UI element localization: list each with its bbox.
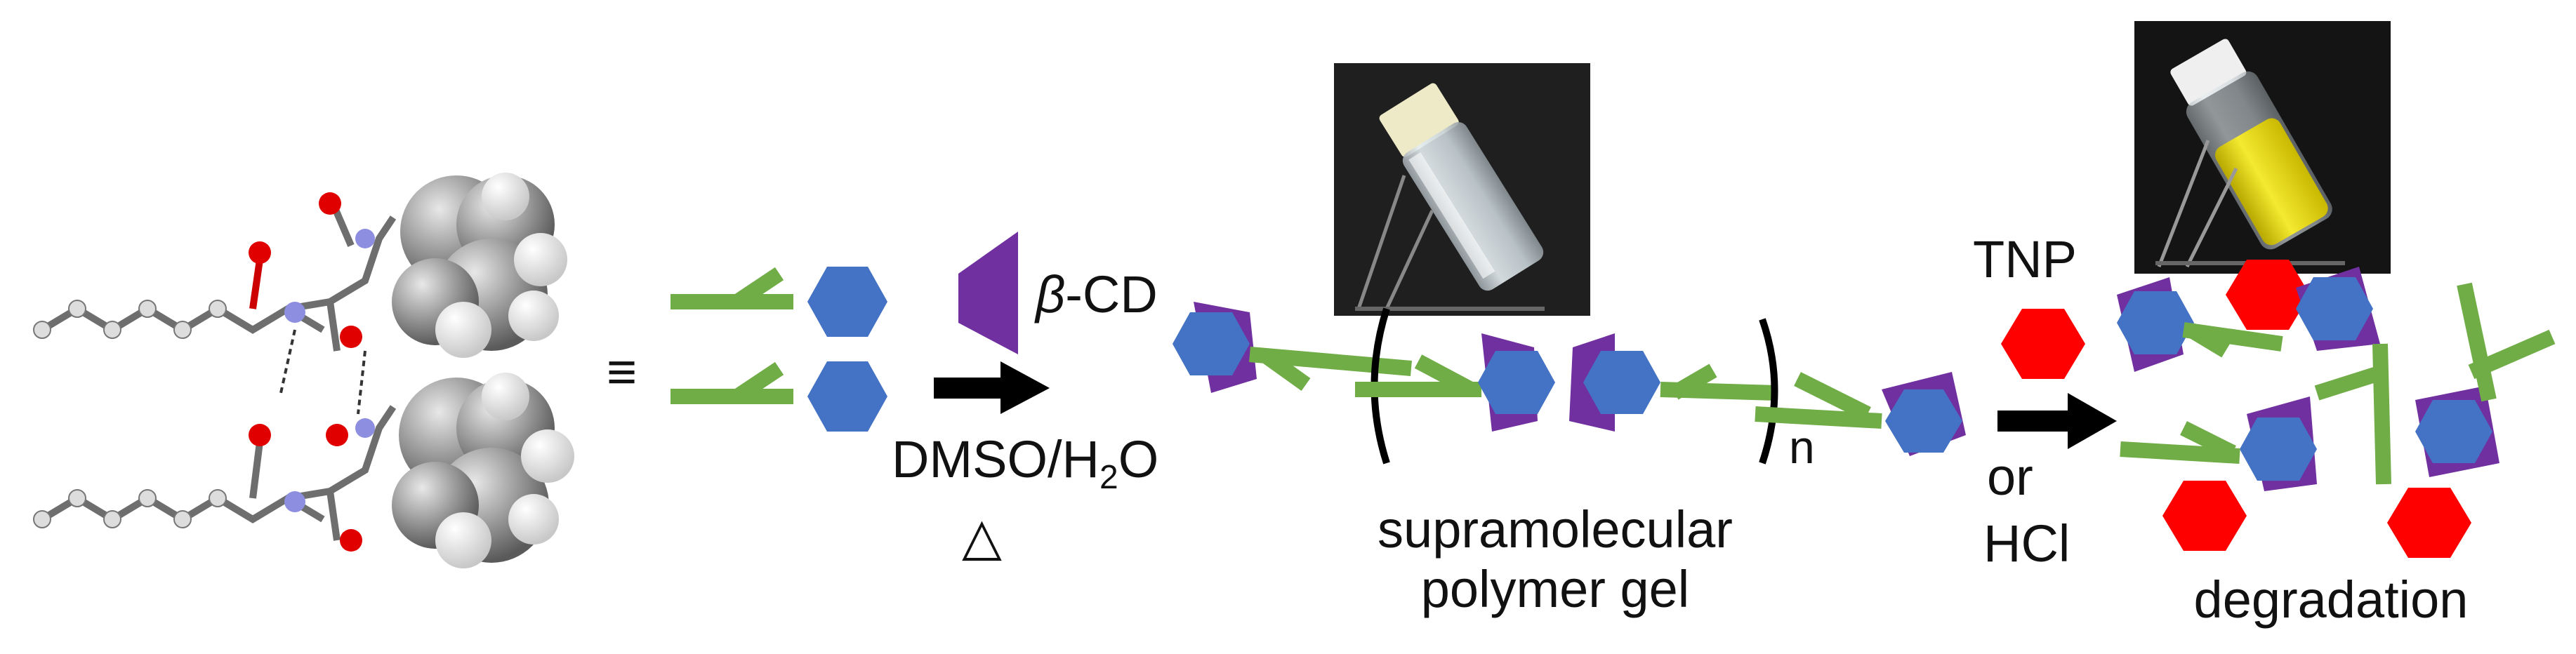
tnp-hexagon (2001, 309, 2085, 379)
equivalent-symbol: ≡ (607, 342, 637, 401)
monomer-bottom (671, 361, 887, 432)
or-label: or (1987, 448, 2033, 506)
hcl-label: HCl (1983, 514, 2070, 573)
polymer-label-line2: polymer gel (1421, 560, 1690, 618)
tnp-label: TNP (1973, 230, 2077, 288)
cd-label: β-CD (1034, 265, 1158, 323)
polymer-label-line1: supramolecular (1378, 500, 1733, 559)
vial-photo-clear-gel (1334, 63, 1590, 316)
reaction-arrow-2 (1997, 393, 2117, 449)
vial-photo-yellow-solution (2134, 21, 2391, 274)
bracket-right (1759, 318, 1778, 465)
repeat-n: n (1789, 421, 1815, 473)
guest-hexagon (807, 267, 887, 337)
guest-hexagon (807, 361, 887, 432)
molecular-model (33, 173, 574, 568)
solvent-label: DMSO/H2O (892, 430, 1158, 496)
monomer-top (671, 267, 887, 337)
monomer-pair (671, 267, 887, 432)
molecule-top (40, 195, 397, 352)
degradation-label: degradation (2194, 570, 2469, 629)
reaction-arrow-1 (934, 361, 1050, 414)
supramolecular-polymer: n (1173, 302, 1966, 473)
degraded-mixture (2117, 260, 2556, 558)
heat-symbol: △ (962, 507, 1002, 566)
cyclodextrin-shape (958, 232, 1018, 354)
